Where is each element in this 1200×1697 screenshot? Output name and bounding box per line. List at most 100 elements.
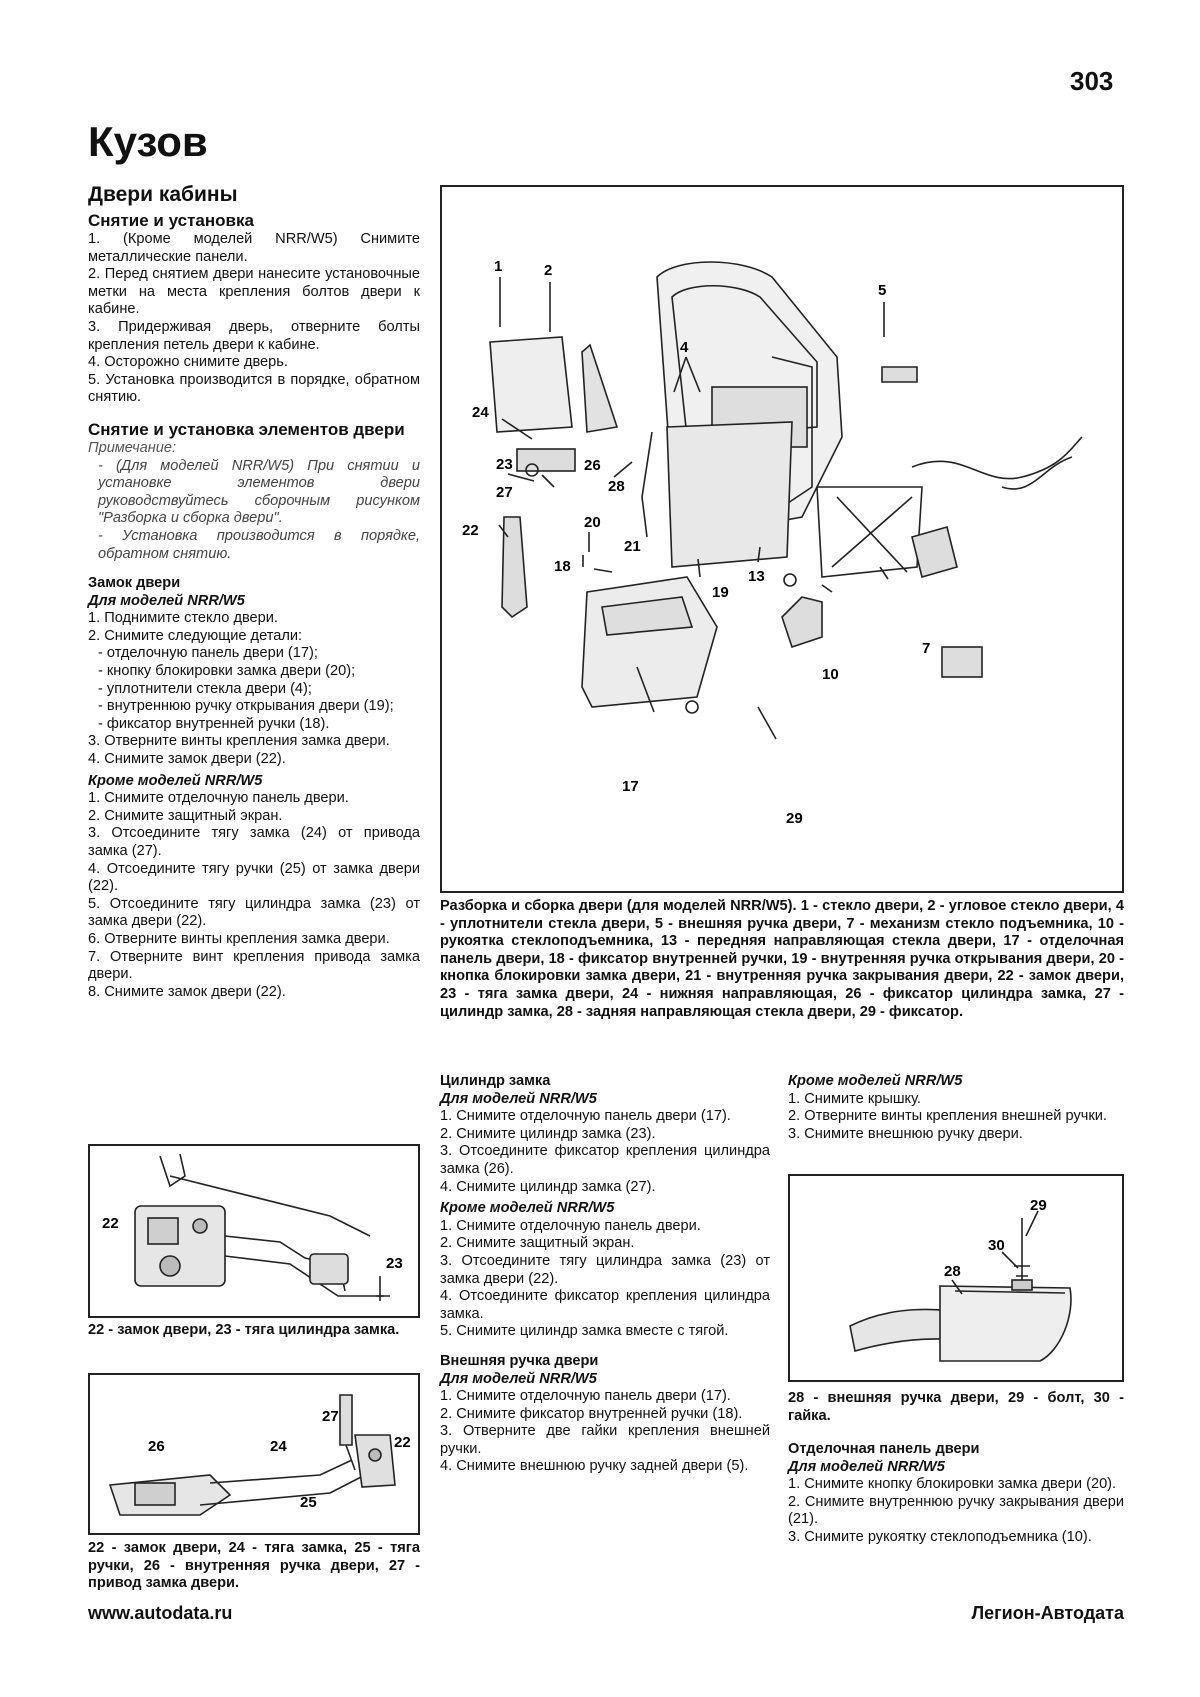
right-column-bottom: Отделочная панель двери Для моделей NRR/… — [788, 1441, 1124, 1547]
list-item: 1. Снимите отделочную панель двери (17). — [440, 1388, 731, 1405]
list-item: 4. Осторожно снимите дверь. — [88, 354, 288, 371]
note-item: - Установка производится в порядке, обра… — [98, 527, 420, 562]
list-item: 1. Поднимите стекло двери. — [88, 610, 278, 627]
main-figure-label: 10 — [822, 666, 839, 683]
footer-website[interactable]: www.autodata.ru — [88, 1603, 233, 1623]
main-figure-label: 28 — [608, 478, 625, 495]
fig2-label: 25 — [300, 1494, 317, 1511]
main-figure-label: 13 — [748, 568, 765, 585]
cylinder-title: Цилиндр замка — [440, 1073, 551, 1089]
list-item: 1. Снимите отделочную панель двери. — [88, 790, 349, 807]
trim-title: Отделочная панель двери — [788, 1441, 980, 1457]
list-item: 3. Снимите рукоятку стеклоподъемника (10… — [788, 1528, 1092, 1545]
trim-nrr-steps: 1. Снимите кнопку блокировки замка двери… — [788, 1476, 1124, 1546]
list-item: 1. Снимите кнопку блокировки замка двери… — [788, 1476, 1117, 1493]
main-figure-label: 29 — [786, 810, 803, 827]
list-item: 1. Снимите крышку. — [788, 1090, 921, 1107]
list-item: 2. Снимите защитный экран. — [88, 807, 283, 824]
list-item: 8. Снимите замок двери (22). — [88, 983, 286, 1000]
elements-title: Снятие и установка элементов двери — [88, 419, 405, 439]
list-item: 2. Снимите цилиндр замка (23). — [440, 1125, 656, 1142]
page-number: 303 — [1070, 66, 1114, 96]
outer-handle-title: Внешняя ручка двери — [440, 1352, 599, 1369]
list-item: 2. Снимите внутреннюю ручку закрывания д… — [788, 1493, 1124, 1528]
door-exploded-figure: 1 2 4 5 24 23 26 27 28 22 20 18 21 19 13… — [440, 185, 1124, 893]
chapter-title: Кузов — [88, 118, 208, 165]
main-figure-label: 18 — [554, 558, 571, 575]
main-figure-label: 4 — [680, 339, 689, 356]
lock-nrr-title: Для моделей NRR/W5 — [88, 592, 245, 609]
list-item: 4. Отсоедините тягу ручки (25) от замка … — [88, 860, 420, 895]
door-exploded-drawing: 1 2 4 5 24 23 26 27 28 22 20 18 21 19 13… — [462, 258, 1083, 827]
main-figure-label: 7 — [922, 640, 930, 657]
door-exploded-caption: Разборка и сборка двери (для моделей NRR… — [440, 898, 1124, 1020]
outer-handle-nrr-title: Для моделей NRR/W5 — [440, 1370, 597, 1387]
outer-handle-drawing: 29 30 28 — [849, 1197, 1072, 1362]
main-figure-label: 26 — [584, 457, 601, 474]
footer-publisher: Легион-Автодата — [971, 1603, 1125, 1623]
list-item: 4. Снимите внешнюю ручку задней двери (5… — [440, 1458, 749, 1475]
outer-handle-figure: 29 30 28 — [788, 1174, 1124, 1382]
list-item: 5. Отсоедините тягу цилиндра замка (23) … — [88, 895, 420, 930]
list-item: - кнопку блокировки замка двери (20); — [98, 663, 356, 680]
list-item: 1. Снимите отделочную панель двери (17). — [440, 1108, 731, 1125]
list-item: 3. Снимите внешнюю ручку двери. — [788, 1125, 1023, 1142]
cylinder-other-title: Кроме моделей NRR/W5 — [440, 1200, 615, 1217]
lock-nrr-steps: 1. Поднимите стекло двери. 2. Снимите сл… — [88, 610, 420, 768]
fig3-label: 28 — [944, 1263, 961, 1280]
fig1-label: 22 — [102, 1215, 119, 1232]
list-item: 2. Перед снятием двери нанесите установо… — [88, 266, 420, 318]
main-figure-label: 19 — [712, 584, 729, 601]
list-item: 4. Снимите цилиндр замка (27). — [440, 1178, 656, 1195]
main-figure-label: 5 — [878, 282, 886, 299]
list-item: 4. Отсоедините фиксатор крепления цилинд… — [440, 1288, 770, 1322]
list-item: 5. Снимите цилиндр замка вместе с тягой. — [440, 1323, 729, 1340]
trim-nrr-title: Для моделей NRR/W5 — [788, 1458, 945, 1475]
list-item: 2. Снимите следующие детали: — [88, 627, 303, 644]
list-item: 2. Снимите фиксатор внутренней ручки (18… — [440, 1405, 743, 1422]
right-column-top: Кроме моделей NRR/W5 1. Снимите крышку. … — [788, 1073, 1124, 1143]
lock-linkage-figure: 26 24 27 22 25 — [88, 1373, 420, 1535]
left-column: Двери кабины Снятие и установка 1. (Кром… — [88, 182, 420, 1001]
removal-title: Снятие и установка — [88, 211, 254, 230]
main-figure-label: 21 — [624, 538, 641, 555]
list-item: 6. Отверните винты крепления замка двери… — [88, 930, 390, 947]
removal-steps: 1. (Кроме моделей NRR/W5) Снимите металл… — [88, 231, 420, 407]
list-item: 4. Снимите замок двери (22). — [88, 751, 286, 768]
section-title: Двери кабины — [88, 183, 238, 206]
lock-linkage-drawing: 26 24 27 22 25 — [108, 1394, 411, 1516]
lock-other-steps: 1. Снимите отделочную панель двери. 2. С… — [88, 790, 420, 1001]
fig1-label: 23 — [386, 1255, 403, 1272]
list-item: 3. Придерживая дверь, отверните болты кр… — [88, 318, 420, 353]
fig2-label: 26 — [148, 1438, 165, 1455]
note-body: - (Для моделей NRR/W5) При снятии и уста… — [88, 458, 420, 564]
fig3-label: 29 — [1030, 1197, 1047, 1214]
fig2-label: 24 — [270, 1438, 287, 1455]
main-figure-label: 27 — [496, 484, 513, 501]
fig2-label: 22 — [394, 1434, 411, 1451]
list-item: 2. Отверните винты крепления внешней руч… — [788, 1108, 1107, 1125]
cylinder-other-steps: 1. Снимите отделочную панель двери. 2. С… — [440, 1218, 770, 1341]
outer-handle-other-title: Кроме моделей NRR/W5 — [788, 1073, 963, 1089]
fig3-label: 30 — [988, 1237, 1005, 1254]
main-figure-label: 20 — [584, 514, 601, 531]
fig2-label: 27 — [322, 1408, 339, 1425]
list-item: 3. Отсоедините тягу цилиндра замка (23) … — [440, 1252, 770, 1287]
note-label: Примечание: — [88, 439, 177, 456]
lock-figure-caption: 22 - замок двери, 23 - тяга цилиндра зам… — [88, 1322, 400, 1338]
main-figure-label: 17 — [622, 778, 639, 795]
cylinder-nrr-steps: 1. Снимите отделочную панель двери (17).… — [440, 1108, 770, 1196]
list-item: 7. Отверните винт крепления привода замк… — [88, 948, 420, 983]
lock-other-title: Кроме моделей NRR/W5 — [88, 772, 263, 789]
cylinder-nrr-title: Для моделей NRR/W5 — [440, 1090, 597, 1107]
outer-handle-figure-caption: 28 - внешняя ручка двери, 29 - болт, 30 … — [788, 1390, 1124, 1424]
outer-handle-nrr-steps: 1. Снимите отделочную панель двери (17).… — [440, 1388, 770, 1476]
list-item: - внутреннюю ручку открывания двери (19)… — [98, 698, 394, 715]
main-figure-label: 1 — [494, 258, 502, 275]
list-item: 3. Отсоедините тягу замка (24) от привод… — [88, 825, 420, 859]
list-item: 5. Установка производится в порядке, обр… — [88, 371, 420, 406]
lock-drawing: 22 23 — [102, 1153, 403, 1301]
list-item: - отделочную панель двери (17); — [98, 645, 318, 662]
lock-figure: 22 23 — [88, 1144, 420, 1318]
main-figure-label: 23 — [496, 456, 513, 473]
